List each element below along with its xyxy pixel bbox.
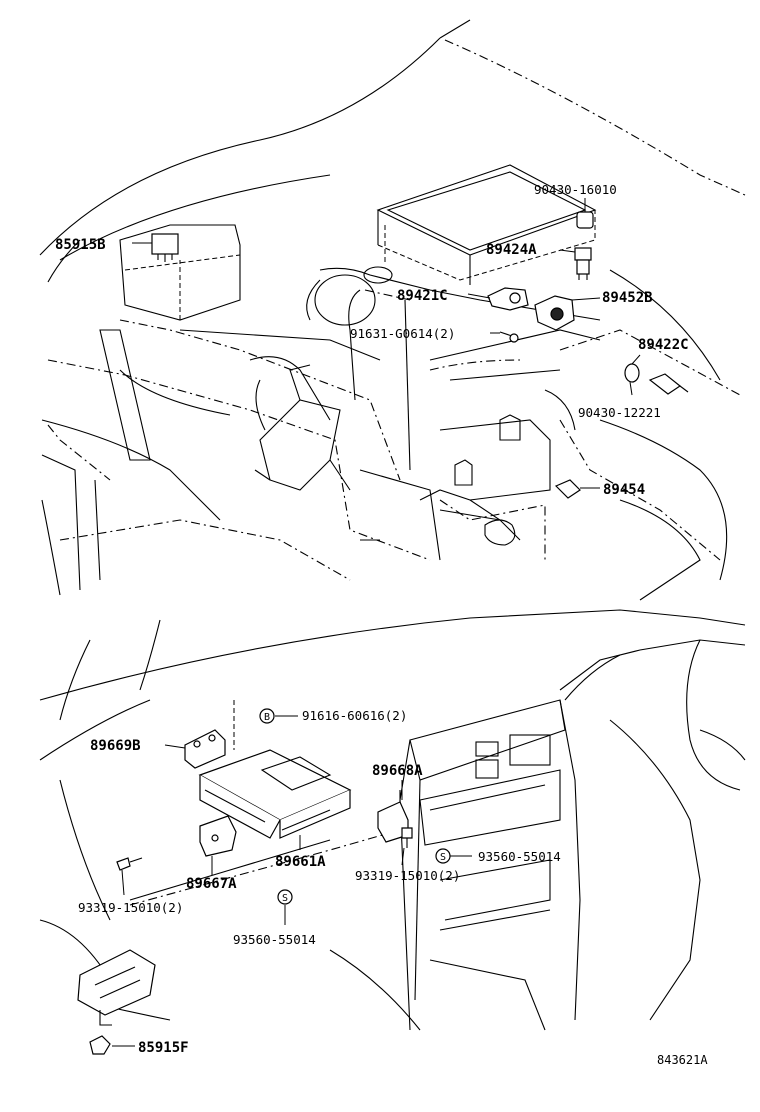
screw-marker-symbol-left: S	[277, 889, 293, 905]
callout-89452b: 89452B	[602, 290, 653, 306]
callout-89421c: 89421C	[397, 288, 448, 304]
svg-text:S: S	[282, 893, 288, 904]
callout-93560-55014-right: 93560-55014	[478, 849, 561, 864]
callout-89661a: 89661A	[275, 854, 326, 870]
callout-90430-12221: 90430-12221	[578, 405, 661, 420]
callout-91631-g0614: 91631-G0614(2)	[350, 326, 455, 341]
callout-89668a: 89668A	[372, 763, 423, 779]
screw-93319-left	[116, 857, 143, 871]
callout-89424a: 89424A	[486, 242, 537, 258]
ecu-89661a	[198, 749, 352, 839]
callout-89422c: 89422C	[638, 337, 689, 353]
callout-91616-60616: 91616-60616(2)	[302, 708, 407, 723]
relay-85915f-bracket	[77, 949, 156, 1026]
callout-93319-15010-right: 93319-15010(2)	[355, 868, 460, 883]
cooling-fan	[249, 356, 351, 491]
callout-90430-16010: 90430-16010	[534, 182, 617, 197]
gasket-90430-12221	[624, 363, 640, 383]
engine-bay-illustration	[39, 19, 746, 601]
relay-85915f	[89, 1035, 111, 1055]
sensor-89421c	[487, 287, 529, 311]
leader-lines	[112, 198, 641, 1047]
callout-89454: 89454	[603, 482, 645, 498]
svg-text:S: S	[440, 852, 446, 863]
callout-93560-55014-left: 93560-55014	[233, 932, 316, 947]
sensor-89454	[554, 479, 581, 499]
callout-93319-15010-left: 93319-15010(2)	[78, 900, 183, 915]
bracket-89669b	[184, 729, 226, 769]
screw-marker-symbol-right: S	[435, 848, 451, 864]
svg-text:B: B	[264, 712, 270, 723]
bolt-marker-symbol: B	[259, 708, 275, 724]
bracket-89667a	[199, 815, 237, 857]
sensor-plug-90430-16010	[576, 211, 594, 229]
bolt-91631	[499, 331, 519, 343]
callout-89667a: 89667A	[186, 876, 237, 892]
callout-labels: 85915B 90430-16010 89424A 89421C 89452B …	[55, 182, 708, 1067]
callout-89669b: 89669B	[90, 738, 141, 754]
relay-85915b	[151, 233, 179, 262]
figure-code: 843621A	[657, 1053, 708, 1067]
sensor-89422c	[648, 373, 689, 395]
screw-93319-right	[401, 827, 413, 848]
callout-85915f: 85915F	[138, 1040, 189, 1056]
sensor-89452b	[534, 295, 575, 331]
sensor-89424a	[574, 247, 592, 280]
callout-85915b: 85915B	[55, 237, 106, 253]
